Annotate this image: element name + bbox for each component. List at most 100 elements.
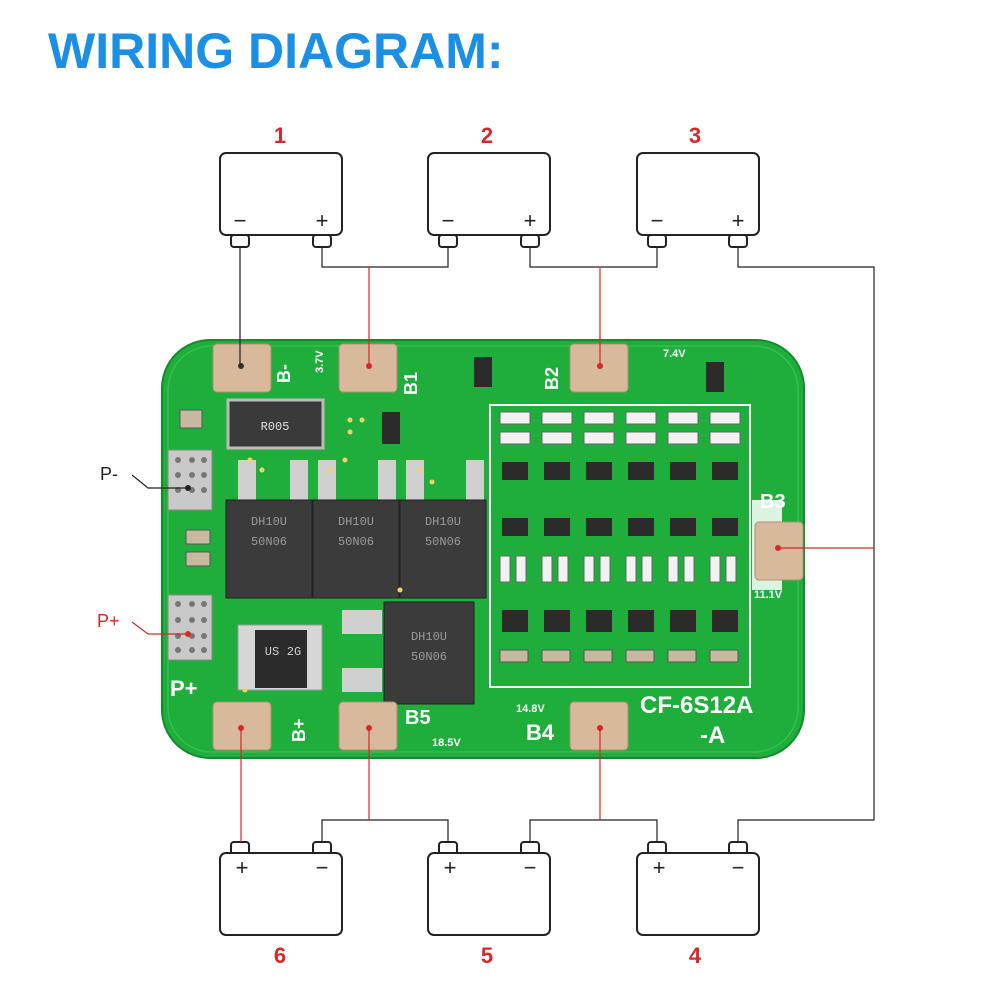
smd-component-grid (227, 411, 741, 708)
mosfet-marking: 50N06 (338, 535, 374, 549)
battery-body (636, 152, 760, 236)
series-wires (239, 247, 875, 842)
smd-resistor (541, 411, 573, 425)
smd-ic (628, 610, 654, 632)
mosfet-2 (312, 499, 400, 599)
p-plus-callout: P+ (97, 611, 191, 637)
smd-transistor (586, 518, 612, 536)
diode-marking: US (265, 645, 279, 659)
mosfet-marking: DH10U (425, 515, 461, 529)
smd-capacitor (583, 649, 613, 663)
smd-transistor (670, 462, 696, 480)
silk-voltage-11-1: 11.1V (754, 589, 783, 601)
positive-terminal (728, 234, 748, 248)
via (247, 457, 253, 463)
silk-b2: B2 (542, 367, 562, 390)
smd-transistor (712, 518, 738, 536)
silk-voltage-18-5: 18.5V (432, 737, 461, 749)
battery-1: 1 − + (219, 123, 343, 248)
pad-b-plus (212, 701, 272, 751)
positive-sign: + (316, 208, 329, 233)
smd-resistor (541, 555, 553, 583)
smd-transistor (628, 518, 654, 536)
battery-number: 2 (481, 123, 493, 148)
smd-resistor (641, 555, 653, 583)
smd-resistor (625, 431, 657, 445)
battery-6: + − 6 (219, 841, 343, 968)
page-title: WIRING DIAGRAM: (48, 23, 504, 79)
via (347, 417, 353, 423)
pad-b2 (569, 343, 629, 393)
battery-number: 3 (689, 123, 701, 148)
negative-terminal (438, 234, 458, 248)
silk-b1: B1 (401, 372, 421, 395)
negative-sign: − (732, 855, 745, 880)
smd-resistor (583, 555, 595, 583)
wire-4-5 (529, 819, 658, 842)
battery-2: 2 − + (427, 123, 551, 248)
smd-resistor (557, 555, 569, 583)
smd-ic (712, 610, 738, 632)
smd-transistor (712, 462, 738, 480)
pad-b3 (754, 521, 804, 581)
smd-resistor (583, 411, 615, 425)
silk-model-suffix: -A (700, 722, 725, 749)
smd-capacitor (541, 649, 571, 663)
resistor-marking: R005 (261, 420, 290, 434)
silk-b5: B5 (405, 707, 431, 729)
ic (382, 412, 400, 444)
smd-ic (670, 610, 696, 632)
mosfet-marking: 50N06 (425, 535, 461, 549)
silk-voltage-14-8: 14.8V (516, 703, 545, 715)
capacitor (185, 551, 211, 567)
p-minus-callout: P- (100, 464, 191, 491)
bms-board: R005 DH10U 50N06 DH10U (161, 339, 805, 759)
negative-sign: − (442, 208, 455, 233)
negative-sign: − (524, 855, 537, 880)
mosfet-marking: DH10U (251, 515, 287, 529)
via (342, 457, 348, 463)
smd-resistor (709, 411, 741, 425)
diode-marking: 2G (287, 645, 301, 659)
capacitor (185, 529, 211, 545)
wire-1-2 (321, 247, 449, 268)
smd-transistor (586, 462, 612, 480)
smd-ic (544, 610, 570, 632)
silk-voltage-7-4: 7.4V (663, 348, 686, 360)
smd-resistor (725, 555, 737, 583)
smd-capacitor (709, 649, 739, 663)
smd-resistor (667, 431, 699, 445)
battery-number: 5 (481, 943, 493, 968)
pad-b1 (338, 343, 398, 393)
wire-2-3 (529, 247, 658, 268)
via (397, 587, 403, 593)
via (347, 429, 353, 435)
negative-sign: − (651, 208, 664, 233)
smd-resistor (683, 555, 695, 583)
pad-b4 (569, 701, 629, 751)
negative-terminal (230, 234, 250, 248)
via (242, 687, 248, 693)
battery-body (219, 852, 343, 936)
ic (474, 357, 492, 387)
wire-5-6 (321, 819, 449, 842)
smd-capacitor (625, 649, 655, 663)
battery-5: + − 5 (427, 841, 551, 968)
battery-body (427, 152, 551, 236)
smd-transistor (628, 462, 654, 480)
via (259, 467, 265, 473)
smd-resistor (667, 555, 679, 583)
battery-body (427, 852, 551, 936)
silk-voltage-3-7: 3.7V (314, 350, 326, 373)
via (429, 479, 435, 485)
smd-transistor (544, 462, 570, 480)
via (359, 417, 365, 423)
smd-resistor (541, 431, 573, 445)
smd-resistor (499, 411, 531, 425)
smd-transistor (502, 462, 528, 480)
silk-model: CF-6S12A (640, 692, 753, 719)
battery-number: 4 (689, 943, 702, 968)
positive-terminal (520, 234, 540, 248)
wire-3-4 (737, 247, 875, 842)
